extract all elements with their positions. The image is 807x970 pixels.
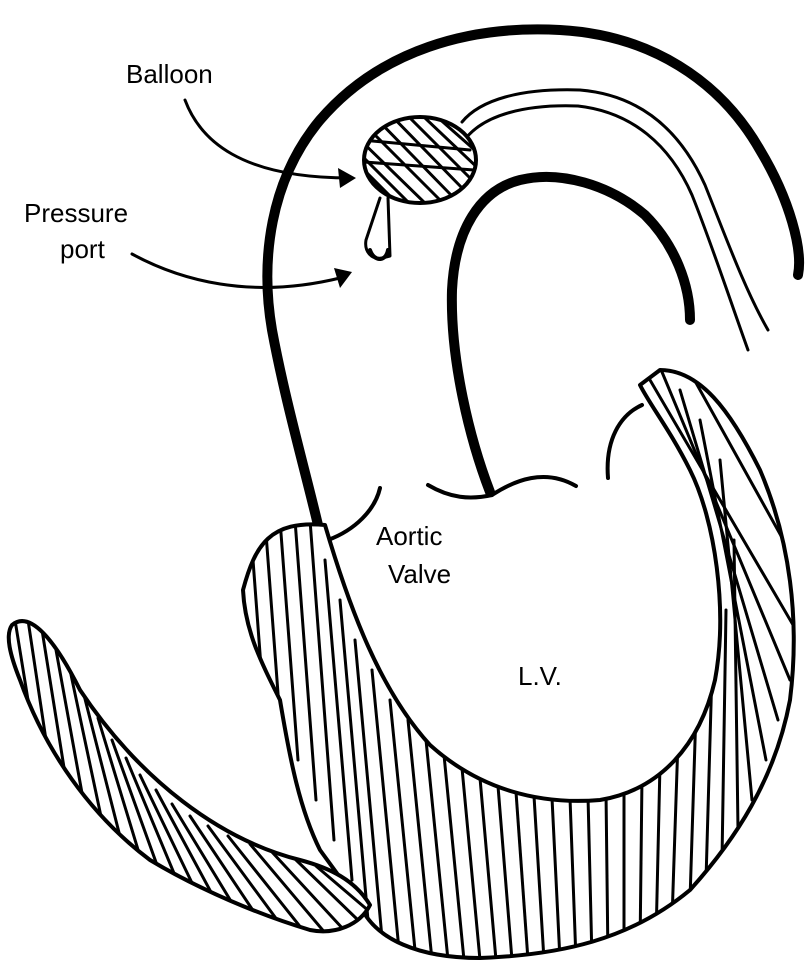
pressure-port-label-line1: Pressure [24, 198, 128, 228]
aortic-valve-leaflet-center [428, 485, 492, 498]
balloon-label: Balloon [126, 59, 213, 89]
mitral-leaflet-posterior [608, 405, 642, 478]
aortic-valve-leaflet-left [328, 488, 380, 540]
aortic-valve-label-line1: Aortic [376, 521, 442, 551]
pressure-port-opening [370, 250, 388, 259]
mitral-leaflet-anterior [492, 477, 576, 495]
catheter-shaft-outer [462, 90, 768, 330]
pressure-port-label-line2: port [60, 234, 106, 264]
pressure-port-pointer-arrow [132, 254, 352, 288]
left-ventricle-label: L.V. [518, 661, 562, 691]
catheter-shaft-inner [466, 106, 748, 350]
aortic-arch-inner-wall [452, 177, 690, 492]
aortic-valve-label-line2: Valve [388, 559, 451, 589]
